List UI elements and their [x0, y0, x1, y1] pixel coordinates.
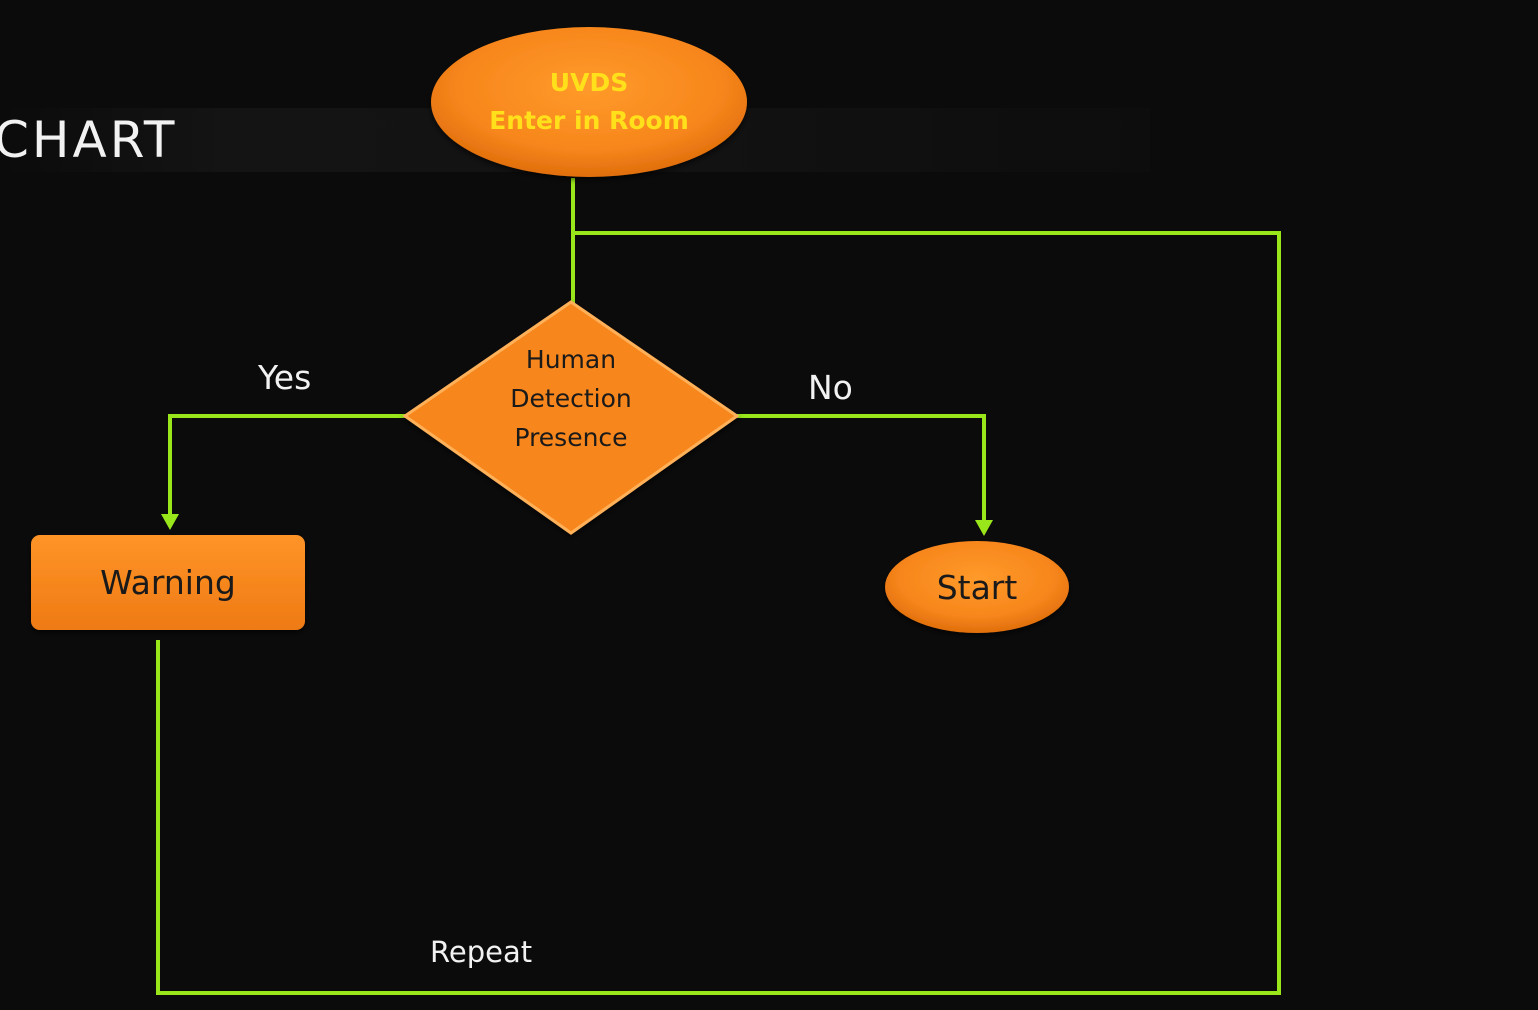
connector-yes [168, 414, 405, 516]
connector-no [737, 414, 986, 522]
start-node-shape [431, 27, 747, 177]
edge-label-repeat: Repeat [430, 935, 533, 969]
arrowhead-no [975, 520, 993, 536]
arrowhead-yes [161, 514, 179, 530]
edge-label-no: No [808, 368, 853, 407]
connector-repeat-loop [156, 231, 1281, 995]
edge-label-yes: Yes [258, 358, 312, 397]
page-title: CHART [0, 111, 178, 169]
warning-node-shape [31, 535, 305, 630]
decision-node-shape [402, 300, 740, 535]
connector-lines [156, 178, 1281, 995]
end-node-shape [885, 541, 1069, 633]
